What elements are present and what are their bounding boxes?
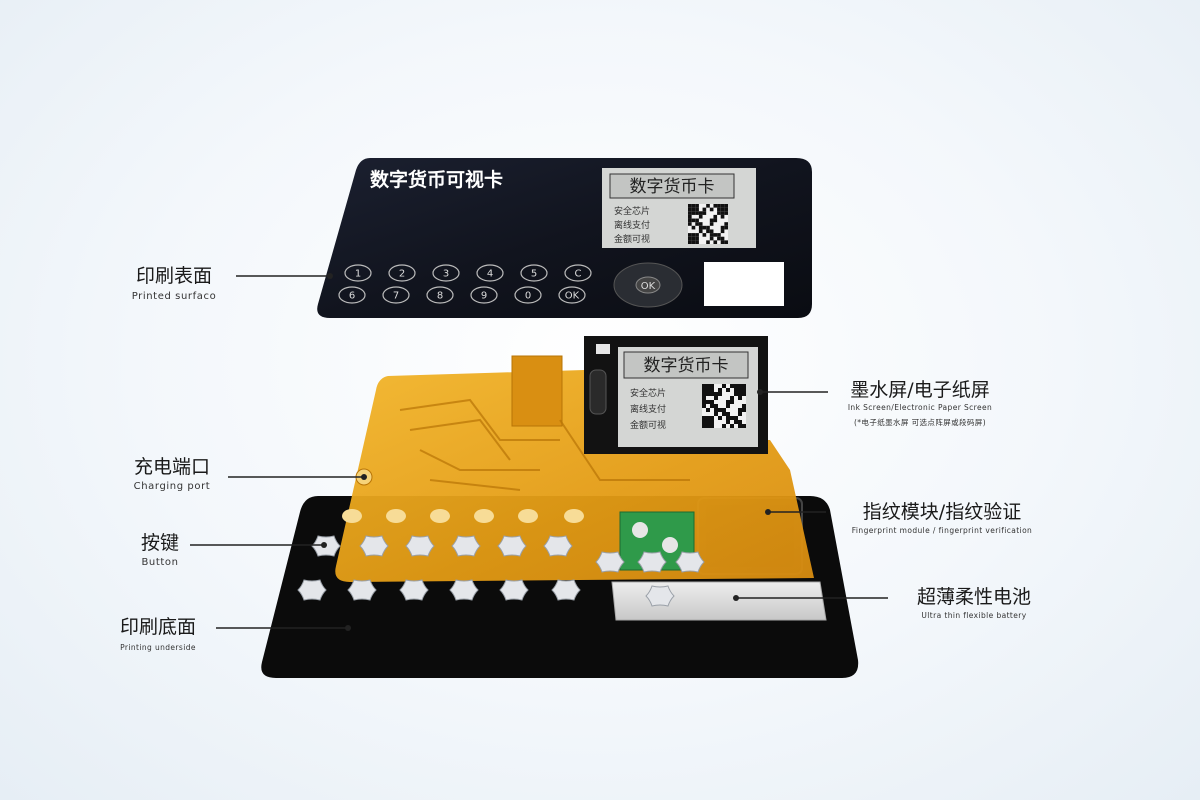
label-printing-underside: 印刷底面 [120,616,196,638]
epaper-line-2: 离线支付 [630,403,666,415]
label-charging-port-en: Charging port [134,481,211,492]
keypad-key-label: 1 [355,269,361,280]
keypad-key-label: 9 [481,291,487,302]
keypad-key: 8 [426,286,454,304]
keypad-key-label: 6 [349,291,355,302]
metal-dome [645,585,675,607]
keypad-key: 0 [514,286,542,304]
keypad-key: 7 [382,286,410,304]
button-pad [386,509,406,523]
keypad-key-label: 2 [399,269,405,280]
metal-dome [637,551,667,573]
button-pad [564,509,584,523]
button-pad [430,509,450,523]
keypad-key: C [564,264,592,282]
nav-ok-label: OK [641,281,656,292]
keypad-key-label: 7 [393,291,399,302]
label-ink-screen-note: (*电子纸墨水屏 可选点阵屏或段码屏) [854,417,986,427]
button-pad [342,509,362,523]
label-charging-port: 充电端口 [134,456,210,478]
keypad-key-label: 3 [443,269,449,280]
keypad-key: 1 [344,264,372,282]
epaper-screen: 数字货币卡 安全芯片 离线支付 金额可视 [584,336,768,454]
flexible-battery [611,581,827,621]
keypad-key-label: OK [565,291,580,302]
metal-dome [497,535,527,557]
keypad-key-label: 0 [525,291,531,302]
metal-dome [405,535,435,557]
label-printed-surface: 印刷表面 [136,265,212,287]
keypad: 1 2 3 4 5 C 6 7 8 9 0 OK [338,264,592,304]
label-button: 按键 [141,532,179,554]
nav-ok-button [635,276,661,294]
card-epaper-line-1: 安全芯片 [614,205,650,217]
card-title: 数字货币可视卡 [370,168,503,191]
keypad-key: OK [558,286,586,304]
keypad-key: 5 [520,264,548,282]
label-button-en: Button [141,557,178,568]
printed-surface-layer: 数字货币可视卡 数字货币卡 安全芯片 离线支付 金额可视 1 2 3 4 5 C 6 7 8 9 0… [317,158,812,318]
epaper-line-3: 金额可视 [630,419,666,431]
label-battery-en: Ultra thin flexible battery [921,611,1026,620]
metal-dome [359,535,389,557]
keypad-key: 2 [388,264,416,282]
metal-dome [675,551,705,573]
keypad-key: 4 [476,264,504,282]
card-epaper-line-3: 金额可视 [614,233,650,245]
keypad-key-label: C [575,269,582,280]
keypad-key-label: 8 [437,291,443,302]
ribbon-connector [511,355,563,427]
button-pad [474,509,494,523]
card-epaper-title: 数字货币卡 [630,177,715,197]
keypad-key-label: 5 [531,269,537,280]
metal-dome [595,551,625,573]
keypad-key: 9 [470,286,498,304]
keypad-key-label: 4 [487,269,493,280]
metal-dome [543,535,573,557]
epaper-title: 数字货币卡 [644,356,729,376]
nav-pad: OK [613,262,683,308]
keypad-key: 6 [338,286,366,304]
metal-dome [399,579,429,601]
metal-dome [297,579,327,601]
label-printing-underside-en: Printing underside [120,643,196,652]
label-printed-surface-en: Printed surfaco [132,291,217,302]
label-battery: 超薄柔性电池 [917,586,1031,608]
label-ink-screen: 墨水屏/电子纸屏 [850,379,989,401]
card-fingerprint-window [704,262,784,306]
epaper-title-box [623,351,749,379]
metal-dome [499,579,529,601]
metal-dome [347,579,377,601]
keypad-key: 3 [432,264,460,282]
metal-dome [451,535,481,557]
card-epaper-line-2: 离线支付 [614,219,650,231]
epaper-line-1: 安全芯片 [630,387,666,399]
leader-lines [190,275,888,629]
button-pads [342,509,584,523]
label-ink-screen-en: Ink Screen/Electronic Paper Screen [848,403,992,412]
metal-dome [449,579,479,601]
metal-dome [551,579,581,601]
label-fingerprint-en: Fingerprint module / fingerprint verific… [852,526,1032,535]
label-fingerprint: 指纹模块/指纹验证 [863,501,1021,523]
qr-code-icon [702,384,746,428]
qr-code-icon [688,204,728,244]
button-pad [518,509,538,523]
